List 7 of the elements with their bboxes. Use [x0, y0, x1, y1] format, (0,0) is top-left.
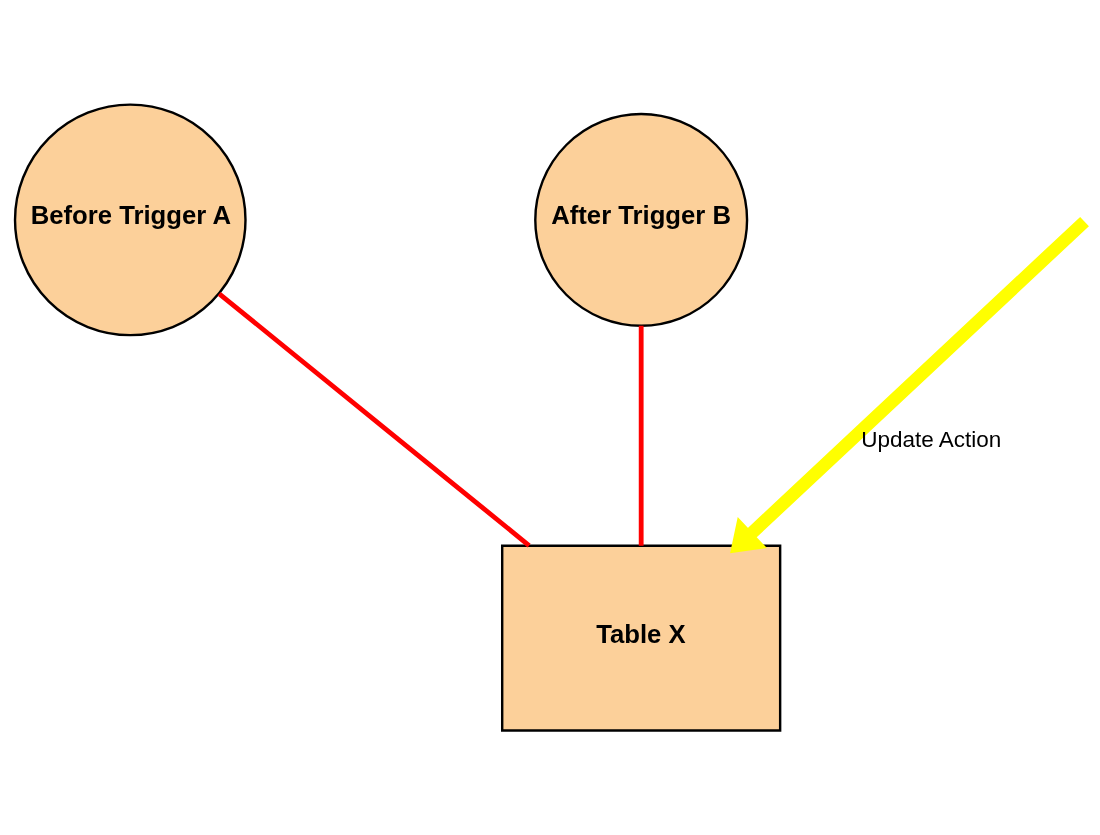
- arrow: [730, 216, 1089, 554]
- node-circle: After Trigger B: [534, 112, 749, 327]
- node-box: Table X: [501, 544, 782, 732]
- node-circle: Before Trigger A: [13, 103, 247, 337]
- connector: [217, 291, 531, 548]
- connector: [638, 325, 644, 546]
- edge-label: Update Action: [861, 426, 1002, 452]
